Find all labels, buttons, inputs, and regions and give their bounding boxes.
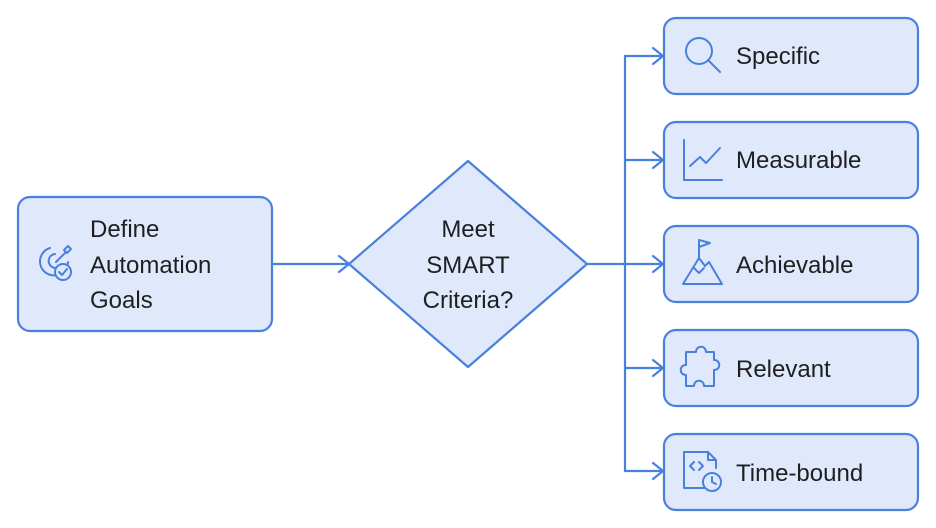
magnifier-icon xyxy=(685,37,721,73)
start-node-line-2: Automation xyxy=(90,252,211,279)
criteria-node-relevant[interactable]: Relevant xyxy=(662,328,920,408)
decision-line-1: Meet xyxy=(441,216,495,243)
decision-line-3: Criteria? xyxy=(423,287,514,314)
target-check-icon xyxy=(39,245,72,281)
criteria-box-specific xyxy=(662,16,920,96)
branch-arrows xyxy=(623,46,665,481)
criteria-label-time-bound: Time-bound xyxy=(736,460,863,487)
criteria-box-achievable xyxy=(662,224,920,304)
criteria-label-measurable: Measurable xyxy=(736,147,861,174)
criteria-node-measurable[interactable]: Measurable xyxy=(662,120,920,200)
criteria-label-specific: Specific xyxy=(736,43,820,70)
criteria-label-relevant: Relevant xyxy=(736,356,831,383)
line-chart-icon xyxy=(683,139,723,181)
start-node-line-1: Define xyxy=(90,216,159,243)
criteria-box-relevant xyxy=(662,328,920,408)
criteria-box-measurable xyxy=(662,120,920,200)
start-node-box xyxy=(16,195,274,333)
criteria-label-achievable: Achievable xyxy=(736,252,853,279)
code-file-clock-icon xyxy=(683,451,722,492)
mountain-flag-icon xyxy=(682,239,723,285)
criteria-node-achievable[interactable]: Achievable xyxy=(662,224,920,304)
start-node-line-3: Goals xyxy=(90,287,153,314)
start-node[interactable]: Define Automation Goals xyxy=(16,195,274,333)
puzzle-piece-icon xyxy=(679,345,721,387)
criteria-node-time-bound[interactable]: Time-bound xyxy=(662,432,920,512)
decision-line-2: SMART xyxy=(426,252,510,279)
decision-node[interactable]: Meet SMART Criteria? xyxy=(347,159,589,369)
criteria-node-specific[interactable]: Specific xyxy=(662,16,920,96)
criteria-box-time-bound xyxy=(662,432,920,512)
decision-diamond xyxy=(347,159,589,369)
